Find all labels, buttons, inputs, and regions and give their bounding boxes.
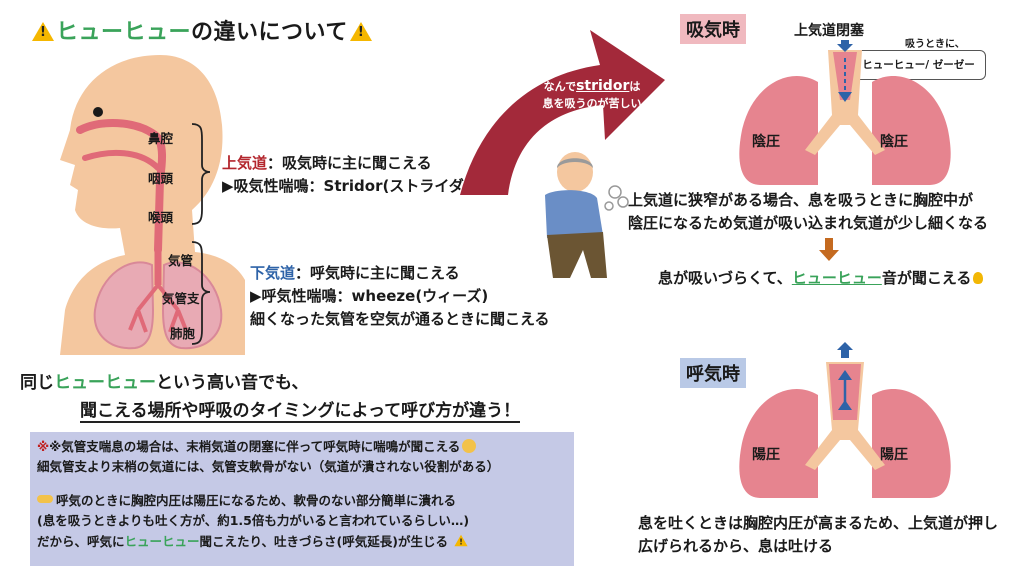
down-arrow-icon xyxy=(819,238,839,261)
inspiration-lung-diagram xyxy=(739,40,951,185)
warning-icon xyxy=(32,22,54,41)
question-arrow xyxy=(460,30,665,195)
person-hair xyxy=(557,158,593,168)
left-lung xyxy=(93,261,155,350)
lower-brace xyxy=(191,241,211,345)
pointing-hand-icon xyxy=(37,495,53,503)
anxious-face-icon xyxy=(462,439,477,453)
breath-puff xyxy=(617,196,629,208)
expiration-label: 呼気時 xyxy=(680,358,746,388)
warning-icon xyxy=(349,22,372,41)
right-lung xyxy=(161,261,223,350)
anatomy-braces xyxy=(191,123,211,345)
note-line: だから、呼気にヒューヒュー聞こえたり、吐きづらさ(呼気延長)が生じる xyxy=(37,531,567,552)
expiration-lung-diagram xyxy=(739,342,951,498)
insp-left-pressure: 陰圧 xyxy=(752,134,780,150)
lower-airway-description: 下気道：呼気時に主に聞こえる ▶呼気性喘鳴：wheeze(ウィーズ) 細くなった… xyxy=(250,264,550,328)
note-line: 細気管支より末梢の気道には、気管支軟骨がない（気道が潰されない役割がある） xyxy=(37,459,500,474)
warning-icon xyxy=(454,534,468,549)
note-line: ※※気管支喘息の場合は、末梢気道の閉塞に伴って呼気時に喘鳴が聞こえる xyxy=(37,437,567,457)
exp-left-pressure: 陽圧 xyxy=(752,447,780,463)
insp-airflow-arrowhead xyxy=(838,92,852,102)
upper-brace xyxy=(191,123,211,225)
expiration-description: 息を吐くときは胸腔内圧が高まるため、上気道が押し 広げられるから、息は吐ける xyxy=(638,514,999,555)
note-line: (息を吸うときよりも吐く方が、約1.5倍も力がいると言われているらしい…) xyxy=(37,513,470,528)
label-bronchus: 気管支 xyxy=(162,291,200,306)
label-nasal-cavity: 鼻腔 xyxy=(148,131,174,146)
side-note-sound: ヒューヒュー/ ゼーゼー xyxy=(851,50,986,80)
exp-airflow-arrowhead xyxy=(838,370,852,380)
page-title: ヒューヒューの違いについて xyxy=(30,14,374,46)
oral-airway-path xyxy=(82,149,161,171)
inspiration-result: 息が吸いづらくて、ヒューヒュー音が聞こえる xyxy=(658,267,984,290)
person-shirt xyxy=(545,190,603,238)
person-head xyxy=(557,152,593,192)
label-larynx: 喉頭 xyxy=(148,210,174,225)
side-note-title: 吸うときに、 xyxy=(905,39,965,50)
inspiration-description: 上気道に狭窄がある場合、息を吸うときに胸腔中が 陰圧になるため気道が吸い込まれ気… xyxy=(628,191,989,232)
label-alveoli: 肺胞 xyxy=(170,326,196,341)
notes-box: ※※気管支喘息の場合は、末梢気道の閉塞に伴って呼気時に喘鳴が聞こえる 細気管支よ… xyxy=(30,432,574,566)
insp-right-lung xyxy=(872,75,951,185)
summary-line-1: 同じヒューヒューという高い音でも、 xyxy=(20,373,309,393)
down-arrow-icon xyxy=(837,40,853,52)
bronchi xyxy=(128,283,188,333)
obstruction-label: 上気道閉塞 xyxy=(794,23,864,39)
up-arrow-icon xyxy=(837,342,853,358)
respiratory-anatomy-illustration xyxy=(60,55,245,355)
curved-arrow-shape xyxy=(460,30,665,195)
exp-right-pressure: 陽圧 xyxy=(880,447,908,463)
person-pants xyxy=(547,232,607,278)
eye xyxy=(93,107,103,117)
insp-trachea xyxy=(805,50,885,155)
inspiration-label: 吸気時 xyxy=(680,14,746,44)
coughing-person-illustration xyxy=(545,152,629,278)
lightbulb-icon xyxy=(973,272,984,284)
insp-left-lung xyxy=(739,75,818,185)
summary-line-2: 聞こえる場所や呼吸のタイミングによって呼び方が違う！ xyxy=(80,396,521,423)
label-trachea: 気管 xyxy=(168,253,194,268)
label-pharynx: 咽頭 xyxy=(148,171,174,186)
exp-airflow-arrowhead xyxy=(838,400,852,410)
exp-left-lung xyxy=(739,388,818,498)
breath-puff xyxy=(608,185,622,199)
upper-airway-description: 上気道：吸気時に主に聞こえる ▶吸気性喘鳴：Stridor(ストライダー) xyxy=(222,154,486,195)
arrow-question-text: なんでstridorは 息を吸うのが苦しいの？ xyxy=(542,78,642,127)
insp-right-pressure: 陰圧 xyxy=(880,134,908,150)
upper-airway-path xyxy=(76,119,166,254)
exp-right-lung xyxy=(872,388,951,498)
breath-puff xyxy=(604,201,614,211)
note-line: 呼気のときに胸腔内圧は陽圧になるため、軟骨のない部分簡単に潰れる xyxy=(37,491,567,511)
